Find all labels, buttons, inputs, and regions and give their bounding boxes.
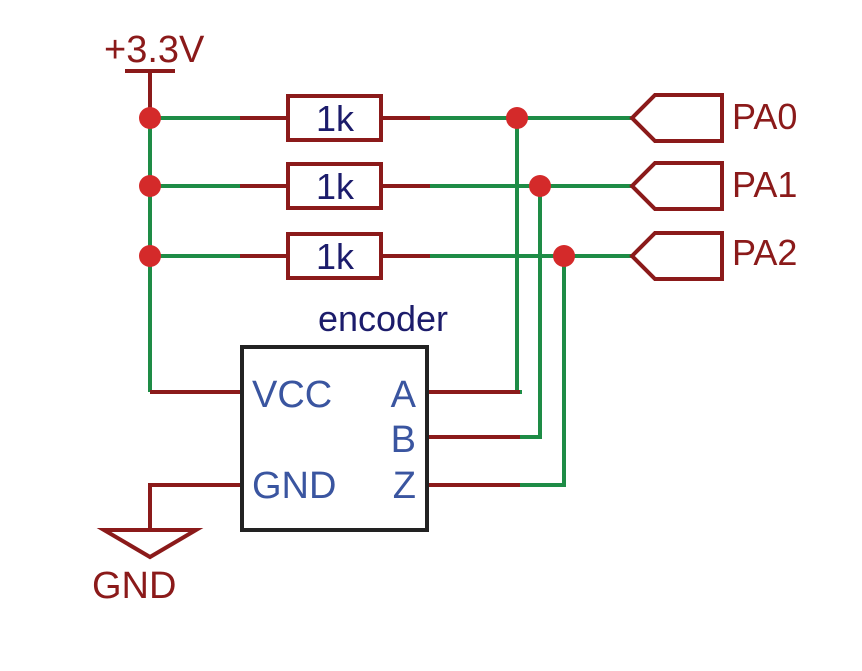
resistor-3-body xyxy=(286,232,383,280)
encoder-pin-vcc: VCC xyxy=(252,374,332,416)
port-pa0-shape xyxy=(629,93,724,143)
resistor-2-value: 1k xyxy=(316,166,355,207)
gnd-pin-lead xyxy=(148,483,242,530)
port-pa2-shape xyxy=(629,231,724,281)
resistor-2-body xyxy=(286,162,383,210)
encoder-pin-b: B xyxy=(391,419,416,461)
encoder-title: encoder xyxy=(318,298,448,339)
junction-dot xyxy=(139,245,161,267)
junction-dot xyxy=(139,107,161,129)
ground-symbol xyxy=(96,528,204,560)
port-pa1-label: PA1 xyxy=(732,164,797,205)
resistor-3-value: 1k xyxy=(316,236,355,277)
junction-dot xyxy=(553,245,575,267)
port-pa1-shape xyxy=(629,161,724,211)
encoder-pin-a: A xyxy=(391,374,417,416)
resistor-1-value: 1k xyxy=(316,98,355,139)
wire-z-out xyxy=(518,254,566,487)
encoder-pin-gnd: GND xyxy=(252,465,336,507)
resistor-bodies xyxy=(286,94,383,280)
ground-label: GND xyxy=(92,565,176,607)
junction-dot xyxy=(139,175,161,197)
resistor-1-body xyxy=(286,94,383,142)
encoder-pin-z: Z xyxy=(393,465,416,507)
component-leads xyxy=(125,69,520,530)
power-label: +3.3V xyxy=(104,29,205,71)
junction-dot xyxy=(529,175,551,197)
port-pa0-label: PA0 xyxy=(732,96,797,137)
port-pa2-label: PA2 xyxy=(732,232,797,273)
wire-b-out xyxy=(518,184,542,439)
junctions xyxy=(139,107,575,267)
encoder-box xyxy=(240,345,429,532)
junction-dot xyxy=(506,107,528,129)
port-connectors xyxy=(629,93,724,281)
